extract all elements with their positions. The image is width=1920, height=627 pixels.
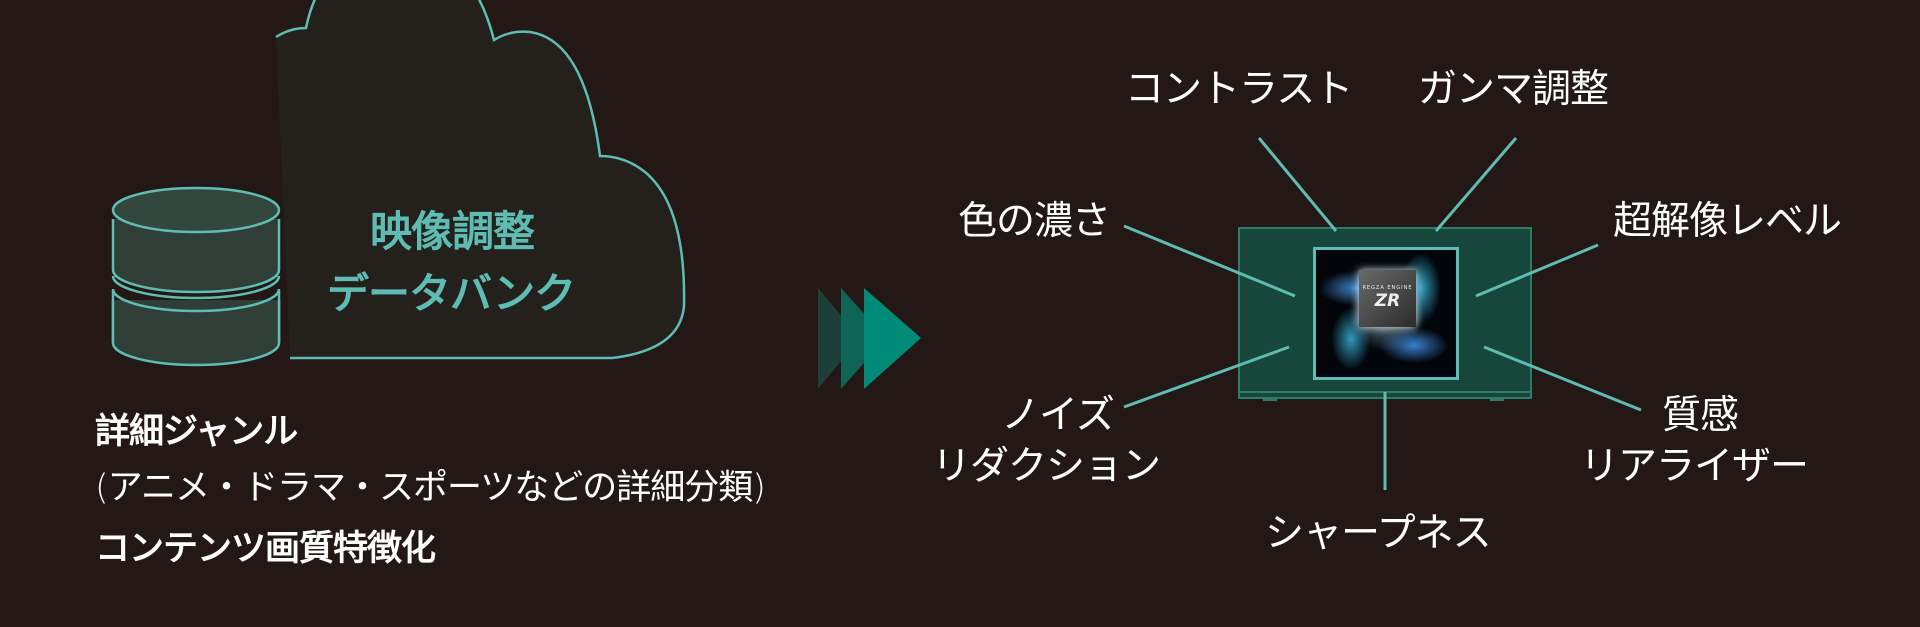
label-texture-line2: リアライザー bbox=[1580, 444, 1809, 489]
engine-chip-logo: REGZA ENGINE ZR bbox=[1359, 270, 1416, 327]
label-gamma: ガンマ調整 bbox=[1418, 67, 1609, 112]
forward-arrows-icon bbox=[818, 288, 921, 389]
label-color-depth: 色の濃さ bbox=[957, 199, 1111, 244]
leader-lines bbox=[1123, 137, 1642, 490]
label-sharpness: シャープネス bbox=[1265, 511, 1492, 556]
line-super-resolution bbox=[1475, 243, 1599, 298]
genre-heading: 詳細ジャンル bbox=[95, 412, 298, 452]
line-texture bbox=[1483, 345, 1642, 412]
line-gamma bbox=[1434, 137, 1518, 232]
label-contrast: コントラスト bbox=[1125, 67, 1353, 112]
label-super-resolution: 超解像レベル bbox=[1613, 199, 1842, 244]
label-texture-line1: 質感 bbox=[1662, 393, 1739, 438]
engine-model: ZR bbox=[1374, 291, 1401, 311]
cloud-title-line2: データバンク bbox=[327, 269, 576, 318]
label-noise-line2: リダクション bbox=[932, 444, 1161, 489]
database-icon bbox=[111, 186, 281, 367]
cloud-outline bbox=[275, 0, 686, 360]
cloud-title-line1: 映像調整 bbox=[370, 207, 535, 256]
tv-screen-image: REGZA ENGINE ZR bbox=[1313, 247, 1459, 380]
line-color-depth bbox=[1123, 224, 1296, 298]
feature-heading: コンテンツ画質特徴化 bbox=[95, 529, 436, 569]
genre-detail: (アニメ・ドラマ・スポーツなどの詳細分類) bbox=[95, 468, 766, 508]
line-noise-reduction bbox=[1123, 345, 1290, 409]
label-noise-line1: ノイズ bbox=[1001, 393, 1115, 438]
line-contrast bbox=[1257, 137, 1338, 232]
engine-brand: REGZA ENGINE bbox=[1362, 285, 1413, 291]
